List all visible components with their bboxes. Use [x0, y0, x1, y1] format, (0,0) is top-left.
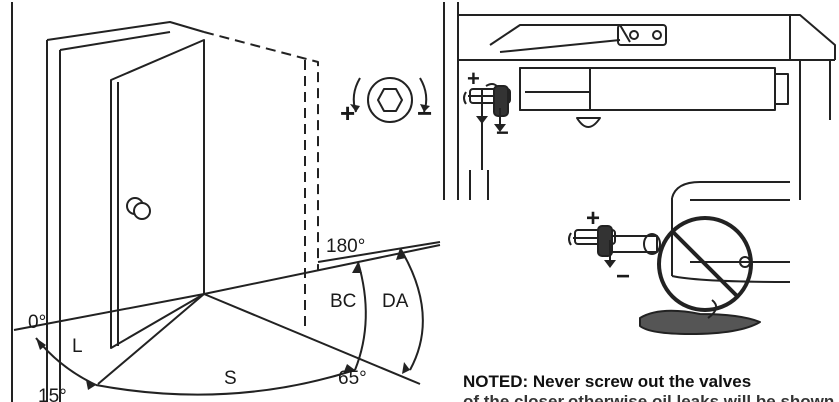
closer-body-detail	[671, 181, 791, 283]
hex-adjust-icon	[350, 77, 430, 123]
angle-label-65: 65°	[338, 368, 367, 389]
minus-sign-top: −	[496, 120, 509, 145]
warning-note: NOTED: Never screw out the valves of the…	[463, 372, 839, 402]
valve-screw-bottom	[568, 225, 661, 257]
plus-sign-top: +	[467, 66, 480, 91]
door-frame	[11, 2, 205, 402]
arrow-heads	[36, 248, 410, 390]
door-open-outline	[203, 31, 319, 330]
plus-sign-hex: +	[340, 98, 355, 128]
door-knob-icon	[126, 197, 151, 220]
angle-label-15: 15°	[38, 386, 67, 402]
warning-note-line2: of the closer,otherwise oil leaks will b…	[463, 392, 835, 402]
adjust-arrows	[476, 88, 616, 268]
segment-label-l: L	[72, 336, 83, 357]
oil-leak-puddle	[639, 309, 761, 335]
warning-note-line1: NOTED: Never screw out the valves	[463, 372, 752, 391]
minus-sign-hex: −	[417, 98, 432, 128]
floor-lines	[13, 241, 441, 385]
angle-label-0: 0°	[28, 312, 46, 333]
valve-screw-top	[463, 83, 511, 117]
segment-label-da: DA	[382, 291, 409, 312]
angle-label-180: 180°	[326, 236, 365, 257]
prohibition-sign-icon	[657, 216, 753, 319]
minus-sign-bottom: −	[616, 263, 630, 290]
segment-label-s: S	[224, 368, 237, 389]
plus-sign-bottom: +	[586, 205, 600, 232]
segment-label-bc: BC	[330, 291, 356, 312]
